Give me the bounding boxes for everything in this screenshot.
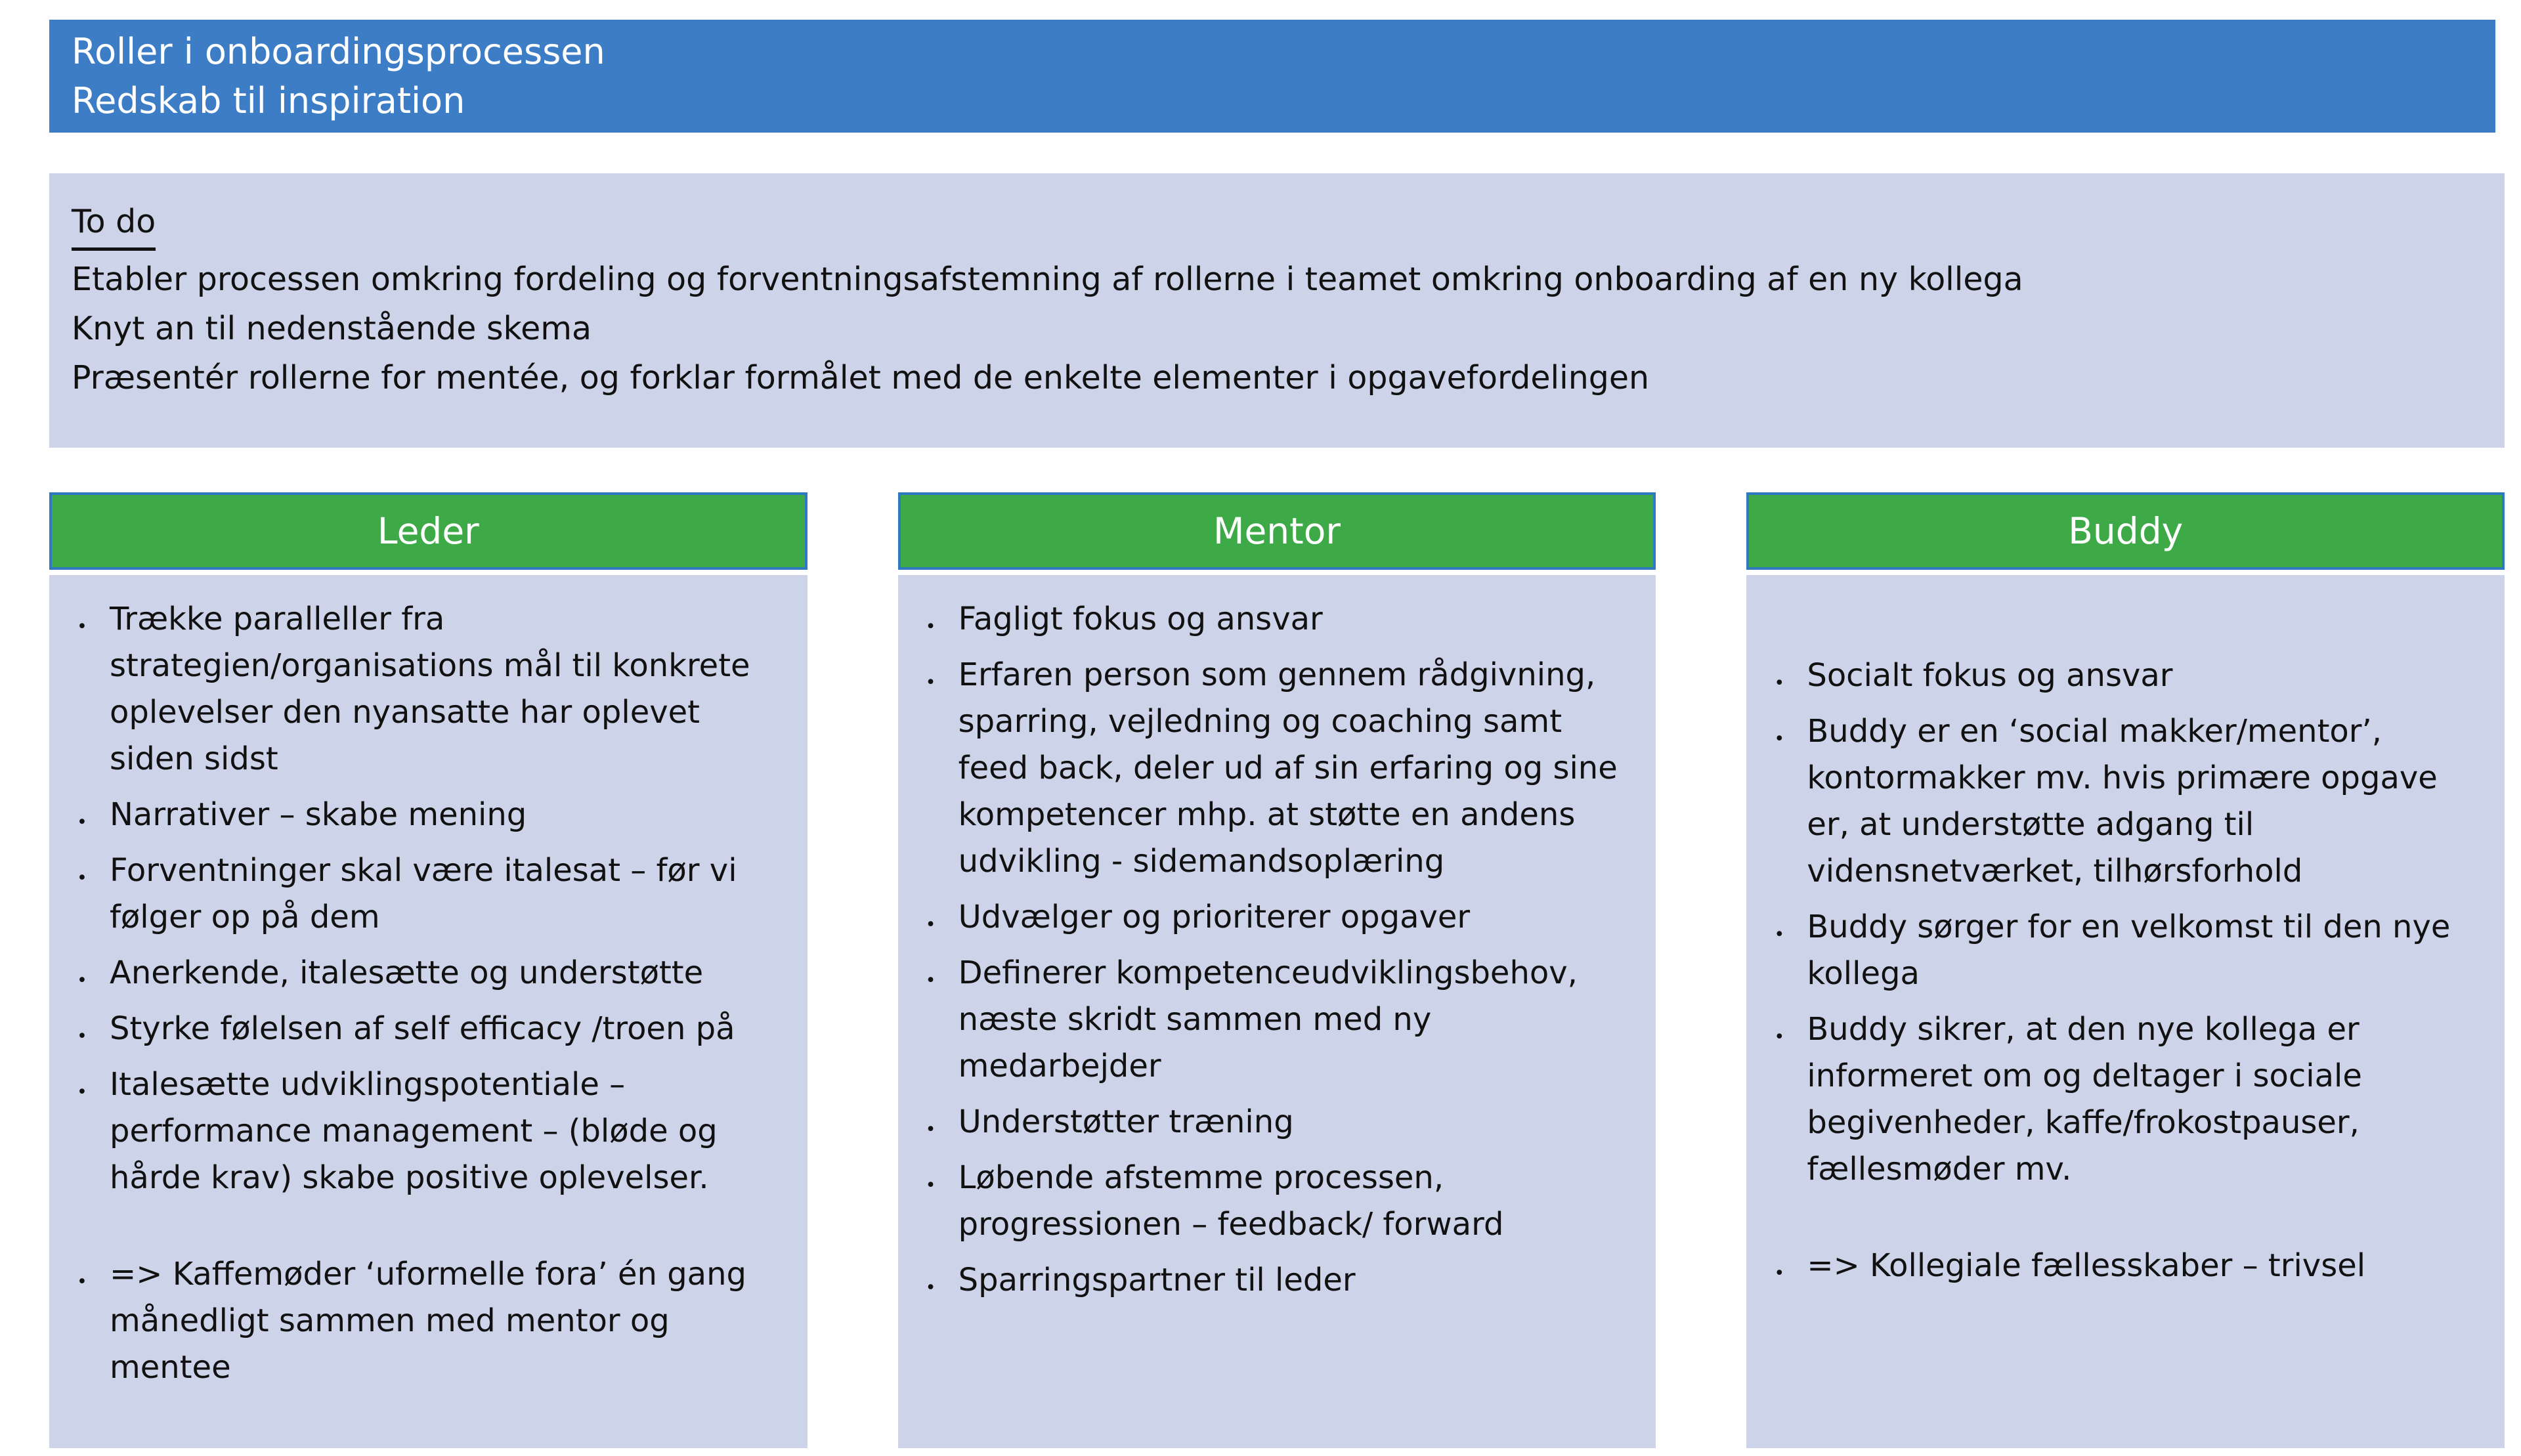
- bullet-list: Trække paralleller fra strategien/organi…: [66, 596, 783, 1391]
- column-body-mentor: Fagligt fokus og ansvar Erfaren person s…: [897, 575, 1656, 1448]
- bullet-list: Socialt fokus og ansvar Buddy er en ‘soc…: [1763, 653, 2480, 1296]
- bullet-item: Socialt fokus og ansvar: [1763, 653, 2480, 706]
- column-header-mentor: Mentor: [897, 492, 1656, 570]
- title-bar: Roller i onboardingsprocessen Redskab ti…: [49, 20, 2495, 133]
- bullet-item: Sparringspartner til leder: [915, 1257, 1631, 1311]
- slide-title: Roller i onboardingsprocessen: [72, 31, 605, 72]
- column-header-leder: Leder: [49, 492, 808, 570]
- bullet-item: => Kollegiale fællesskaber – trivsel: [1763, 1243, 2480, 1296]
- bullet-item: Italesætte udviklingspotentiale – perfor…: [66, 1061, 783, 1201]
- bullet-item: Definerer kompetenceudviklingsbehov, næs…: [915, 950, 1631, 1090]
- column-body-leder: Trække paralleller fra strategien/organi…: [49, 575, 808, 1448]
- bullet-item: Erfaren person som gennem rådgivning, sp…: [915, 652, 1631, 885]
- bullet-list: Fagligt fokus og ansvar Erfaren person s…: [915, 596, 1631, 1311]
- column-mentor: Mentor Fagligt fokus og ansvar Erfaren p…: [897, 492, 1656, 1448]
- bullet-item: Understøtter træning: [915, 1099, 1631, 1153]
- roles-columns: Leder Trække paralleller fra strategien/…: [49, 492, 2505, 1448]
- todo-line: Knyt an til nedenstående skema: [72, 310, 592, 347]
- column-body-buddy: Socialt fokus og ansvar Buddy er en ‘soc…: [1746, 575, 2505, 1448]
- column-header-buddy: Buddy: [1746, 492, 2505, 570]
- slide-subtitle: Redskab til inspiration: [72, 80, 465, 121]
- column-title: Buddy: [2068, 510, 2184, 552]
- bullet-item: Trække paralleller fra strategien/organi…: [66, 596, 783, 782]
- bullet-item: Styrke følelsen af self efficacy /troen …: [66, 1006, 783, 1060]
- bullet-item: => Kaffemøder ‘uformelle fora’ én gang m…: [66, 1251, 783, 1391]
- bullet-item: Narrativer – skabe mening: [66, 792, 783, 846]
- bullet-item: Anerkende, italesætte og understøtte: [66, 950, 783, 1004]
- todo-panel: To do Etabler processen omkring fordelin…: [49, 173, 2505, 448]
- bullet-item: Fagligt fokus og ansvar: [915, 596, 1631, 650]
- bullet-item: Buddy sørger for en velkomst til den nye…: [1763, 904, 2480, 997]
- todo-heading: To do: [72, 197, 156, 251]
- bullet-item: Buddy sikrer, at den nye kollega er info…: [1763, 1006, 2480, 1193]
- column-title: Mentor: [1213, 510, 1341, 552]
- column-title: Leder: [377, 510, 479, 552]
- bullet-item: Buddy er en ‘social makker/mentor’, kont…: [1763, 708, 2480, 895]
- bullet-item: Forventninger skal være italesat – før v…: [66, 847, 783, 941]
- column-buddy: Buddy Socialt fokus og ansvar Buddy er e…: [1746, 492, 2505, 1448]
- column-leder: Leder Trække paralleller fra strategien/…: [49, 492, 808, 1448]
- bullet-item: Udvælger og prioriterer opgaver: [915, 894, 1631, 948]
- bullet-item: Løbende afstemme processen, progressione…: [915, 1155, 1631, 1248]
- todo-line: Etabler processen omkring fordeling og f…: [72, 261, 2023, 298]
- todo-line: Præsentér rollerne for mentée, og forkla…: [72, 359, 1650, 396]
